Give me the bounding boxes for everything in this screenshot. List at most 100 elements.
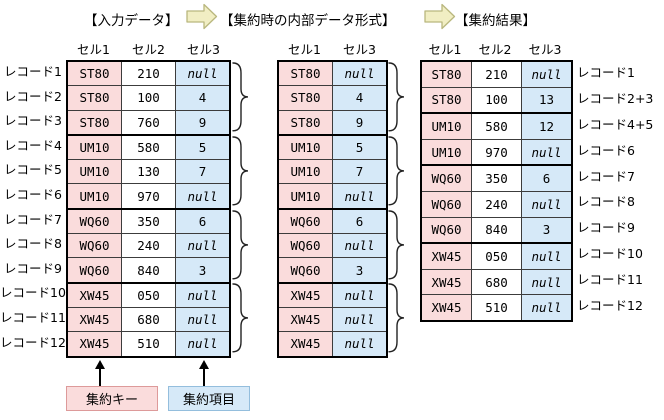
table-cell: 580: [471, 112, 522, 140]
table-cell: UM10: [277, 134, 333, 161]
record-label: レコード11: [577, 272, 643, 288]
table-cell: 6: [521, 164, 573, 192]
table-cell: XW45: [420, 294, 472, 322]
table-cell: null: [521, 60, 573, 88]
table-cell: 5: [175, 134, 231, 161]
table-cell: 350: [121, 208, 176, 235]
table-cell: ST80: [420, 86, 472, 115]
table-cell: null: [175, 306, 231, 333]
table-cell: 100: [121, 85, 176, 111]
column-header: セル2: [132, 42, 165, 57]
table-cell: 9: [332, 109, 388, 136]
record-label: レコード12: [577, 298, 643, 314]
table-cell: ST80: [66, 60, 122, 87]
result-title: 【集約結果】: [455, 13, 536, 29]
table-cell: 3: [175, 257, 231, 284]
table-cell: WQ60: [277, 208, 333, 235]
table-cell: UM10: [420, 138, 472, 167]
record-label: レコード10: [577, 246, 643, 262]
table-cell: UM10: [420, 112, 472, 140]
flow-arrow-icon: [186, 3, 218, 30]
table-cell: null: [521, 138, 573, 167]
table-cell: 3: [521, 216, 573, 245]
table-cell: 760: [121, 109, 176, 136]
table-cell: ST80: [277, 60, 333, 87]
table-cell: WQ60: [66, 233, 122, 259]
table-cell: UM10: [277, 183, 333, 210]
table-cell: UM10: [277, 159, 333, 185]
table-cell: 680: [471, 268, 522, 296]
table-cell: 970: [471, 138, 522, 167]
input-data-title: 【入力データ】: [84, 13, 179, 29]
table-cell: 050: [471, 242, 522, 270]
record-label: レコード5: [4, 162, 62, 178]
table-cell: null: [521, 294, 573, 322]
table-cell: ST80: [66, 109, 122, 136]
record-label: レコード7: [577, 168, 635, 184]
table-cell: 12: [521, 112, 573, 140]
group-brace-icon: [232, 62, 249, 132]
table-cell: UM10: [66, 159, 122, 185]
record-label: レコード6: [577, 142, 635, 158]
table-cell: null: [175, 183, 231, 210]
table-cell: null: [175, 282, 231, 308]
table-cell: 7: [175, 159, 231, 185]
record-label: レコード8: [4, 236, 62, 252]
table-cell: WQ60: [277, 257, 333, 284]
table-cell: null: [332, 282, 388, 308]
table-cell: XW45: [66, 306, 122, 333]
table-cell: null: [521, 268, 573, 296]
group-brace-icon: [232, 283, 249, 353]
record-label: レコード4: [4, 137, 62, 153]
table-cell: 680: [121, 306, 176, 333]
up-arrow-icon: [199, 360, 209, 386]
table-cell: XW45: [277, 306, 333, 333]
table-cell: 4: [175, 85, 231, 111]
record-label: レコード1: [577, 65, 635, 80]
table-cell: ST80: [66, 85, 122, 111]
table-cell: XW45: [66, 282, 122, 308]
result-column-headers: セル1 セル2 セル3: [420, 39, 570, 58]
record-label: レコード2+3: [577, 90, 654, 106]
record-label: レコード10: [0, 285, 66, 301]
table-cell: 240: [121, 233, 176, 259]
table-cell: 6: [332, 208, 388, 235]
table-cell: XW45: [420, 242, 472, 270]
record-label: レコード12: [0, 334, 66, 350]
table-cell: 100: [471, 86, 522, 115]
group-brace-icon: [232, 209, 249, 280]
table-cell: null: [521, 190, 573, 218]
table-cell: 6: [175, 208, 231, 235]
record-label: レコード6: [4, 186, 62, 202]
record-label: レコード9: [577, 220, 635, 236]
record-label: レコード9: [4, 260, 62, 276]
table-cell: UM10: [66, 134, 122, 161]
table-cell: 9: [175, 109, 231, 136]
column-header: セル3: [343, 42, 376, 57]
table-cell: 510: [471, 294, 522, 322]
input-column-headers: セル1 セル2 セル3: [66, 39, 231, 58]
flow-arrow-icon: [424, 3, 456, 30]
table-cell: WQ60: [66, 208, 122, 235]
